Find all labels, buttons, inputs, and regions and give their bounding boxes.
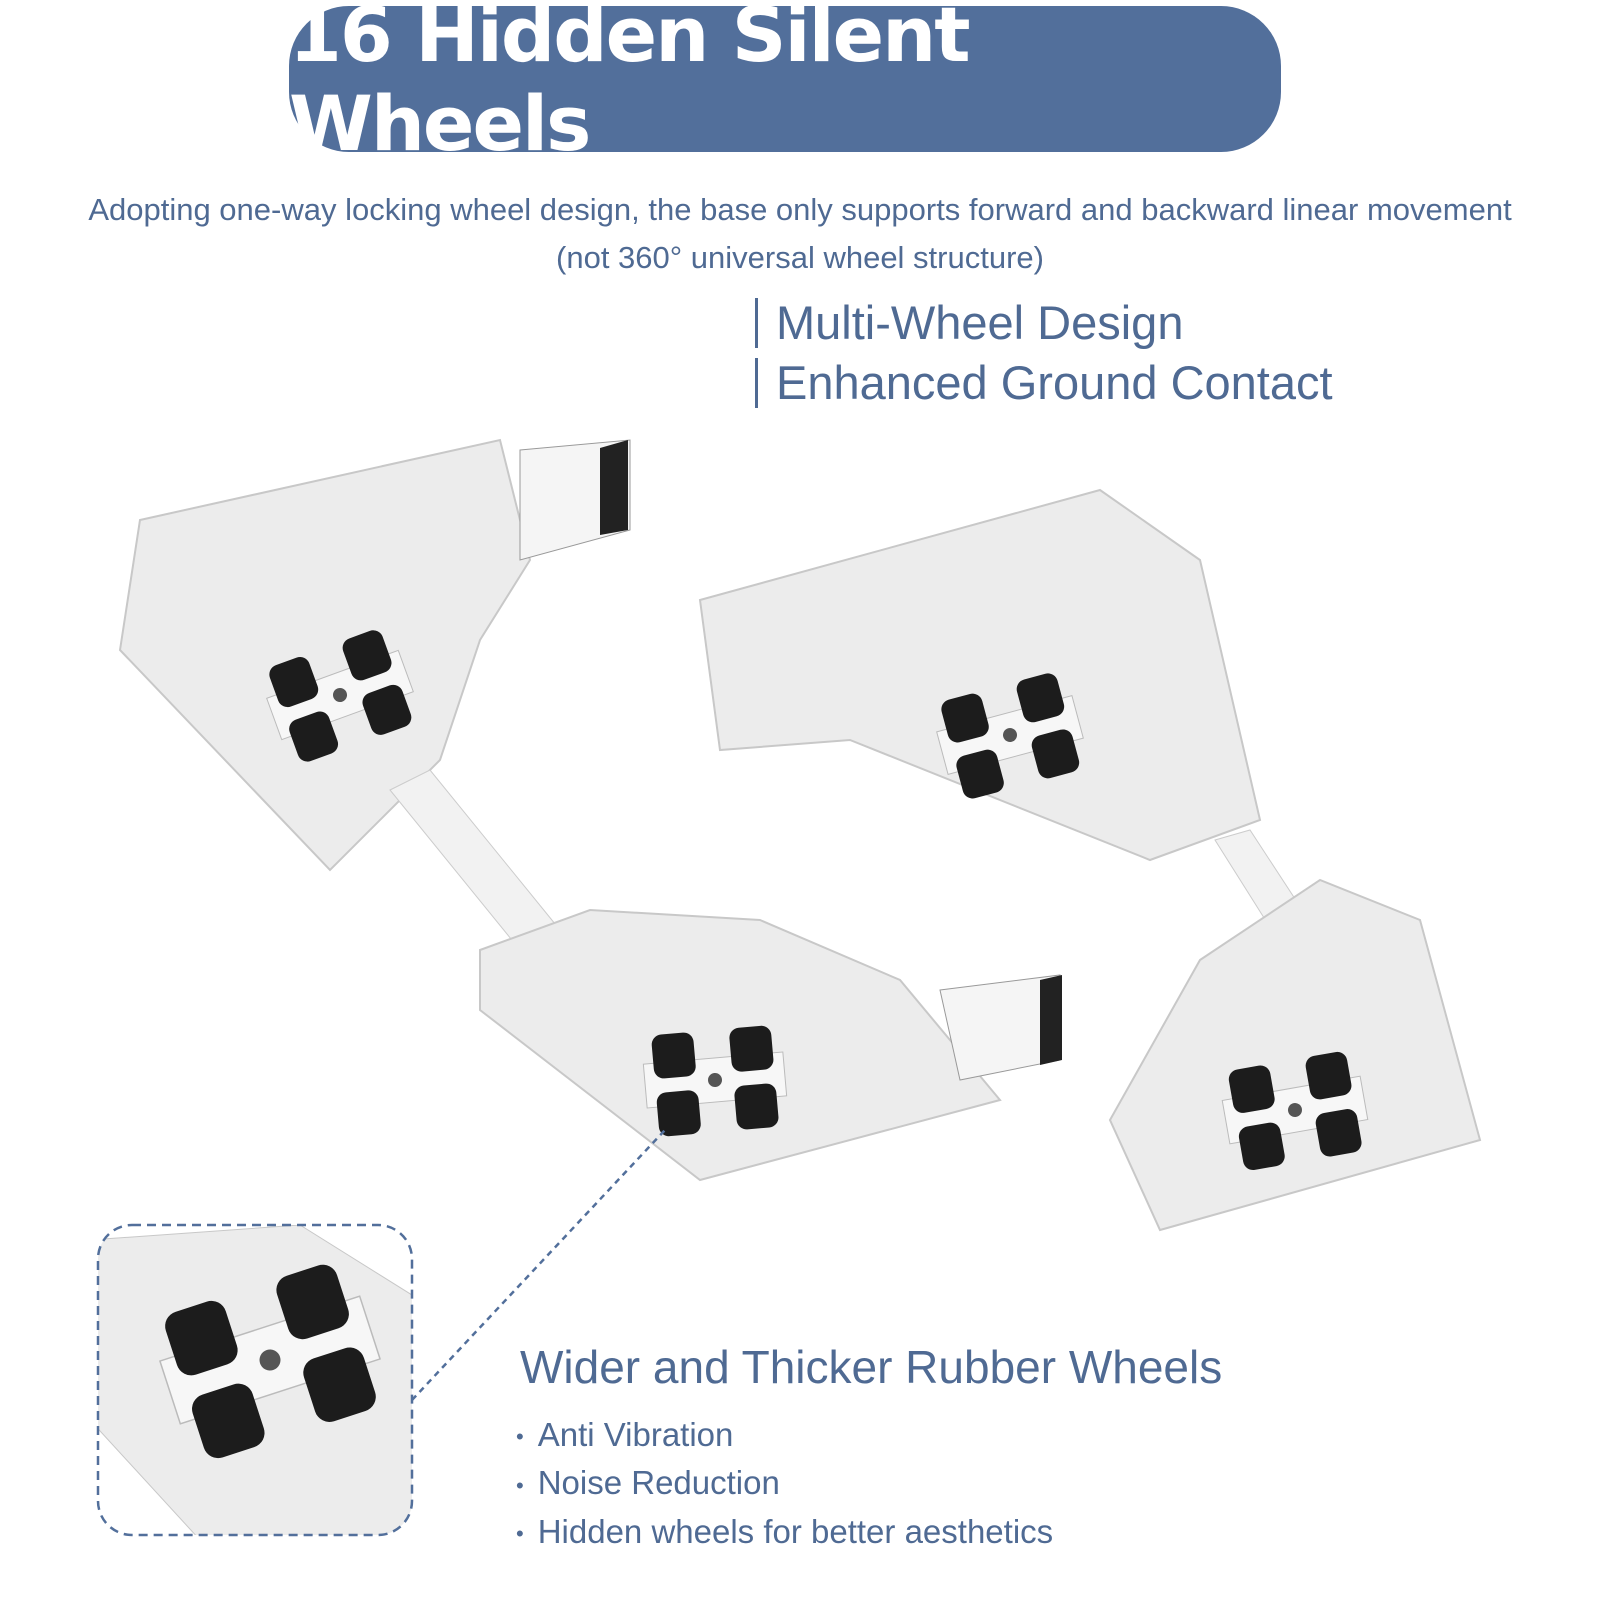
base-top-right <box>698 488 1262 862</box>
list-item: Anti Vibration <box>516 1412 1053 1460</box>
feature-ground-contact: Enhanced Ground Contact <box>755 358 1333 408</box>
feature-multi-wheel: Multi-Wheel Design <box>755 298 1183 348</box>
subtitle: Adopting one-way locking wheel design, t… <box>0 186 1600 282</box>
base-bottom-right <box>1108 878 1482 1232</box>
base-top-left <box>118 438 631 872</box>
extension-arm <box>389 769 561 951</box>
wheel-benefits-list: Anti Vibration Noise Reduction Hidden wh… <box>516 1412 1053 1557</box>
list-item: Noise Reduction <box>516 1460 1053 1508</box>
wheel-closeup-inset <box>96 1129 666 1537</box>
subtitle-line-2: (not 360° universal wheel structure) <box>556 240 1044 275</box>
page-title: 16 Hidden Silent Wheels <box>289 0 971 168</box>
subtitle-line-1: Adopting one-way locking wheel design, t… <box>88 192 1512 227</box>
wheels-heading: Wider and Thicker Rubber Wheels <box>520 1341 1223 1393</box>
base-middle <box>479 908 1062 1182</box>
list-item: Hidden wheels for better aesthetics <box>516 1509 1053 1557</box>
title-banner: 16 Hidden Silent Wheels <box>289 0 1281 168</box>
